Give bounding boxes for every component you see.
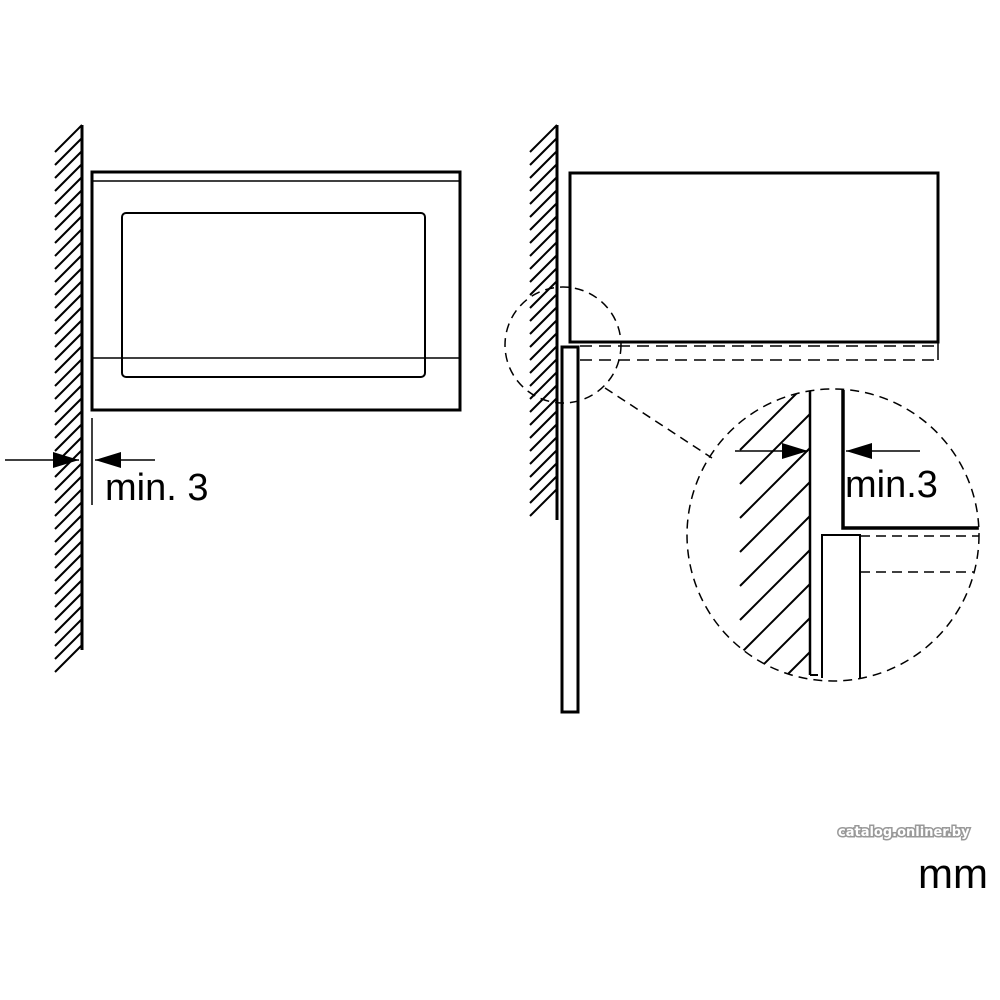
hatch-line (529, 332, 558, 361)
hatch-line (54, 553, 83, 582)
hatch-line (529, 371, 558, 400)
hatch-line (739, 413, 811, 485)
hatch-line (54, 579, 83, 608)
detail-view (739, 389, 979, 681)
hatch-line (54, 592, 83, 621)
hatch-line (529, 254, 558, 283)
hatch-line (529, 306, 558, 335)
hatch-line (529, 228, 558, 257)
hatch-line (54, 605, 83, 634)
hatch-line (529, 462, 558, 491)
hatch-line (54, 475, 83, 504)
hatch-line (54, 501, 83, 530)
front-gap-dimension (5, 418, 155, 505)
hatch-line (739, 481, 811, 553)
hatch-line (54, 163, 83, 192)
hatch-line (54, 410, 83, 439)
hatch-line (54, 358, 83, 387)
microwave-front-view (90, 170, 462, 412)
hatch-line (54, 202, 83, 231)
hatch-line (54, 527, 83, 556)
hatch-line (529, 488, 558, 517)
hatch-line (54, 137, 83, 166)
detail-gap-label: min.3 (845, 464, 938, 506)
right-wall (529, 124, 559, 520)
hatch-line (54, 540, 83, 569)
hatch-line (529, 384, 558, 413)
hatch-line (529, 436, 558, 465)
hatch-line (529, 215, 558, 244)
hatch-line (529, 163, 558, 192)
hatch-line (529, 319, 558, 348)
hatch-line (54, 618, 83, 647)
hatch-line (739, 651, 811, 681)
hatch-line (54, 176, 83, 205)
hatch-line (529, 124, 558, 153)
watermark: catalog.onliner.by (838, 825, 970, 840)
hatch-line (54, 267, 83, 296)
hatch-line (54, 215, 83, 244)
hatch-line (529, 423, 558, 452)
hatch-line (529, 449, 558, 478)
hatch-line (54, 462, 83, 491)
hatch-line (529, 137, 558, 166)
hatch-line (529, 150, 558, 179)
hatch-line (529, 475, 558, 504)
hatch-line (739, 447, 811, 519)
hatch-line (529, 358, 558, 387)
hatch-line (54, 397, 83, 426)
hatch-line (54, 631, 83, 660)
hatch-line (529, 267, 558, 296)
hatch-line (54, 228, 83, 257)
hatch-line (54, 423, 83, 452)
hatch-line (529, 397, 558, 426)
hatch-line (529, 410, 558, 439)
microwave-side-view (560, 171, 940, 714)
hatch-line (54, 241, 83, 270)
hatch-line (54, 514, 83, 543)
hatch-line (54, 566, 83, 595)
hatch-line (54, 150, 83, 179)
hatch-line (739, 515, 811, 587)
hatch-line (739, 549, 811, 621)
hatch-line (54, 332, 83, 361)
hatch-line (529, 280, 558, 309)
hatch-line (54, 254, 83, 283)
hatch-line (529, 241, 558, 270)
hatch-line (54, 189, 83, 218)
hatch-line (54, 124, 83, 153)
hatch-line (739, 583, 811, 655)
hatch-line (529, 202, 558, 231)
hatch-line (54, 449, 83, 478)
hatch-line (54, 384, 83, 413)
hatch-line (529, 189, 558, 218)
hatch-line (54, 280, 83, 309)
hatch-line (529, 345, 558, 374)
hatch-line (54, 306, 83, 335)
hatch-line (529, 176, 558, 205)
front-gap-label: min. 3 (105, 467, 208, 509)
hatch-line (739, 389, 811, 451)
hatch-line (54, 345, 83, 374)
hatch-line (54, 488, 83, 517)
left-wall (54, 124, 84, 673)
hatch-line (54, 371, 83, 400)
hatch-line (54, 644, 83, 673)
hatch-line (54, 293, 83, 322)
hatch-line (529, 293, 558, 322)
unit-label: mm (918, 850, 988, 897)
detail-callout (504, 286, 980, 682)
hatch-line (54, 319, 83, 348)
